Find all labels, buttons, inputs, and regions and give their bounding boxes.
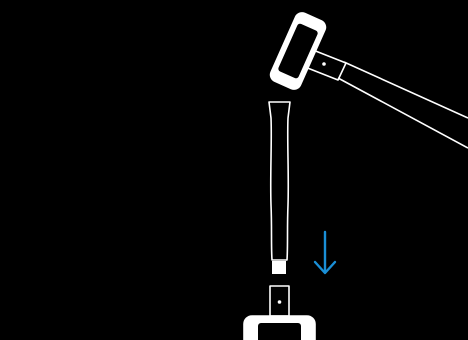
mallet-head [269, 12, 327, 90]
handle-shaft-outline [268, 101, 291, 261]
socket-pin-dot [277, 300, 282, 304]
handle-plug [272, 261, 286, 274]
mallet-pin-dot [322, 62, 326, 66]
mallet-head-with-socket [243, 285, 316, 340]
arrow-down-icon [313, 230, 337, 275]
bottom-head-face [258, 323, 301, 340]
assembled-mallet [269, 12, 468, 149]
mallet-handle [337, 61, 468, 149]
detached-handle-shaft [268, 101, 291, 274]
